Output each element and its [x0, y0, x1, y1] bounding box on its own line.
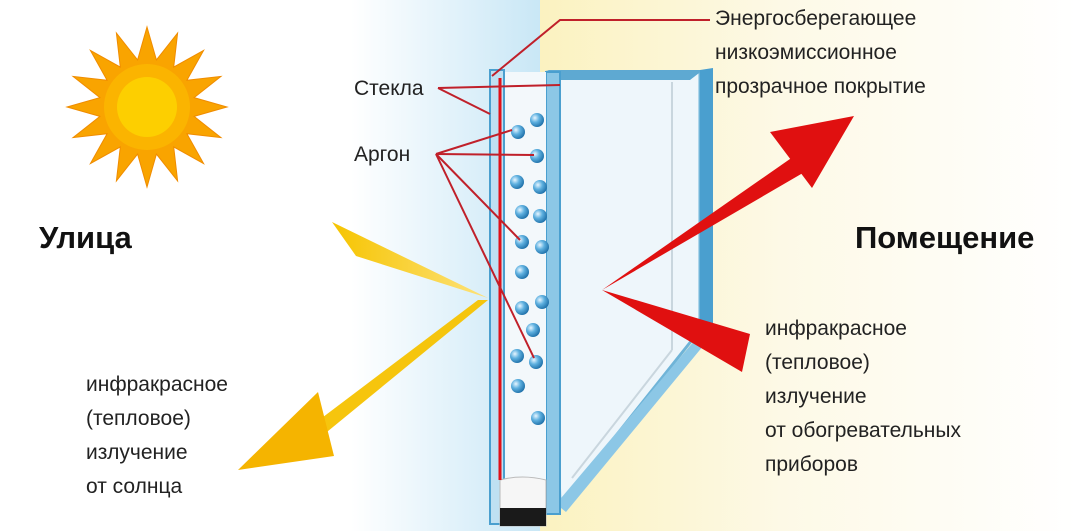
sun-icon [65, 25, 229, 189]
solar-ir-label-line: излучение [86, 441, 188, 464]
frame-bottom-right [556, 334, 713, 512]
solar-ir-label-line: инфракрасное [86, 373, 228, 396]
heater-ir-arrows [602, 116, 854, 372]
solar-ir-label-line: от солнца [86, 475, 183, 498]
argon-bubble-icon [510, 175, 524, 189]
argon-leader [435, 153, 535, 359]
argon-chamber [500, 72, 546, 514]
argon-bubble-icon [530, 113, 544, 127]
argon-bubble-icon [515, 265, 529, 279]
argon-label: Аргон [354, 143, 411, 166]
coating-label: Энергосберегающее низкоэмиссионное прозр… [715, 2, 926, 104]
street-label: Улица [39, 220, 132, 255]
room-label: Помещение [855, 220, 1035, 255]
argon-leader [435, 153, 535, 156]
argon-bubble-icon [511, 125, 525, 139]
coating-leader [491, 19, 710, 77]
solar-ir-reflected-arrow [238, 300, 488, 470]
argon-bubble-icon [510, 349, 524, 363]
argon-leader [435, 129, 513, 155]
argon-leader [435, 153, 521, 241]
arrow-icon [238, 392, 334, 470]
coating-label-line: Энергосберегающее [715, 7, 917, 30]
argon-bubble-icon [535, 240, 549, 254]
heater-ir-label-line: от обогревательных [765, 419, 961, 442]
solar-ir-label-line: (тепловое) [86, 407, 191, 430]
inner-glass-front [545, 71, 561, 515]
heater-ir-label-line: приборов [765, 453, 859, 476]
solar-ir-incoming-ray [332, 222, 488, 298]
argon-bubble-icon [531, 411, 545, 425]
argon-bubble-icon [515, 205, 529, 219]
argon-bubble-icon [511, 379, 525, 393]
leader-lines [435, 19, 710, 359]
glass-label: Стекла [354, 77, 424, 100]
argon-bubble-icon [530, 149, 544, 163]
coating-label-line: прозрачное покрытие [715, 75, 926, 98]
frame-top [548, 70, 703, 80]
arrow-icon [770, 116, 854, 188]
heater-ir-label-line: излучение [765, 385, 867, 408]
heater-ir-incoming-ray [602, 290, 750, 372]
argon-bubble-icon [533, 180, 547, 194]
outer-glass-pane [489, 69, 505, 525]
heater-ir-label-line: (тепловое) [765, 351, 870, 374]
argon-bubble-icon [529, 355, 543, 369]
frame-right [700, 68, 713, 334]
heater-ir-label: инфракрасное (тепловое) излучение от обо… [765, 312, 961, 482]
heater-ir-label-line: инфракрасное [765, 317, 907, 340]
argon-bubble-icon [515, 301, 529, 315]
argon-bubble-icon [535, 295, 549, 309]
glass-leader [437, 84, 561, 89]
coating-label-line: низкоэмиссионное [715, 41, 897, 64]
argon-bubble-icon [533, 209, 547, 223]
heater-ir-reflected-ray [602, 152, 808, 290]
sealant [500, 508, 546, 526]
argon-bubbles [510, 113, 549, 425]
glass-leader [437, 87, 491, 115]
pane-depth-line [571, 349, 673, 479]
argon-bubble-icon [526, 323, 540, 337]
solar-ir-label: инфракрасное (тепловое) излучение от сол… [86, 368, 228, 504]
